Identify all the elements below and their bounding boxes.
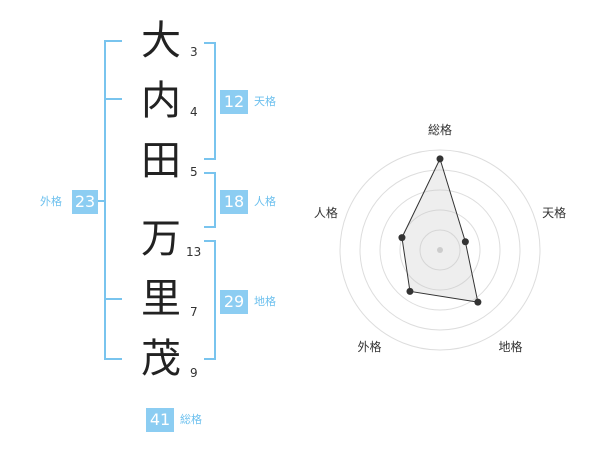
radar-axis-label: 外格 xyxy=(357,339,381,354)
tenkaku-bracket-bottom xyxy=(204,158,216,160)
radar-ring xyxy=(399,209,481,291)
tenkaku-badge: 12 xyxy=(220,90,248,114)
jinkaku-bracket-top xyxy=(204,172,216,174)
radar-ring xyxy=(419,229,461,271)
radar-point xyxy=(461,238,469,246)
jinkaku-label: 人格 xyxy=(254,195,276,208)
chikaku-label: 地格 xyxy=(254,295,276,308)
gaikaku-bracket-bottom xyxy=(104,358,122,360)
radar-axis-label: 総格 xyxy=(428,122,452,137)
soukaku-label: 総格 xyxy=(180,413,202,426)
soukaku-badge: 41 xyxy=(146,408,174,432)
tenkaku-bracket xyxy=(214,42,216,160)
jinkaku-bracket-bottom xyxy=(204,226,216,228)
radar-ring xyxy=(379,189,501,311)
name-char-6: 茂 xyxy=(141,336,181,382)
radar-axis-label: 地格 xyxy=(499,339,523,354)
tenkaku-label: 天格 xyxy=(254,95,276,108)
gaikaku-connector xyxy=(98,200,106,202)
radar-ring xyxy=(339,149,541,351)
radar-axis-label: 人格 xyxy=(314,205,338,220)
radar-ring xyxy=(359,169,521,331)
gaikaku-bracket-mid2 xyxy=(104,298,122,300)
chikaku-bracket xyxy=(214,240,216,360)
name-char-4: 万 xyxy=(141,216,181,262)
stroke-count-1: 3 xyxy=(190,45,198,59)
name-char-5: 里 xyxy=(141,276,181,322)
radar-axis-label: 天格 xyxy=(542,205,566,220)
gaikaku-bracket-mid1 xyxy=(104,98,122,100)
stroke-count-3: 5 xyxy=(190,165,198,179)
name-char-1: 大 xyxy=(141,18,181,64)
tenkaku-bracket-top xyxy=(204,42,216,44)
radar-point xyxy=(398,234,406,242)
stroke-count-2: 4 xyxy=(190,105,198,119)
jinkaku-bracket xyxy=(214,172,216,228)
stroke-count-5: 7 xyxy=(190,305,198,319)
chikaku-badge: 29 xyxy=(220,290,248,314)
chikaku-bracket-top xyxy=(204,240,216,242)
chikaku-bracket-bottom xyxy=(204,358,216,360)
gaikaku-bracket-top xyxy=(104,40,122,42)
name-char-3: 田 xyxy=(141,138,181,184)
radar-center xyxy=(437,247,443,253)
stroke-count-6: 9 xyxy=(190,366,198,380)
radar-point xyxy=(406,287,414,295)
radar-point xyxy=(436,155,444,163)
gaikaku-badge: 23 xyxy=(72,190,98,214)
gaikaku-label: 外格 xyxy=(40,195,62,208)
radar-area xyxy=(401,157,479,303)
radar-point xyxy=(474,298,482,306)
name-char-2: 内 xyxy=(141,78,181,124)
stroke-count-4: 13 xyxy=(186,245,202,259)
jinkaku-badge: 18 xyxy=(220,190,248,214)
